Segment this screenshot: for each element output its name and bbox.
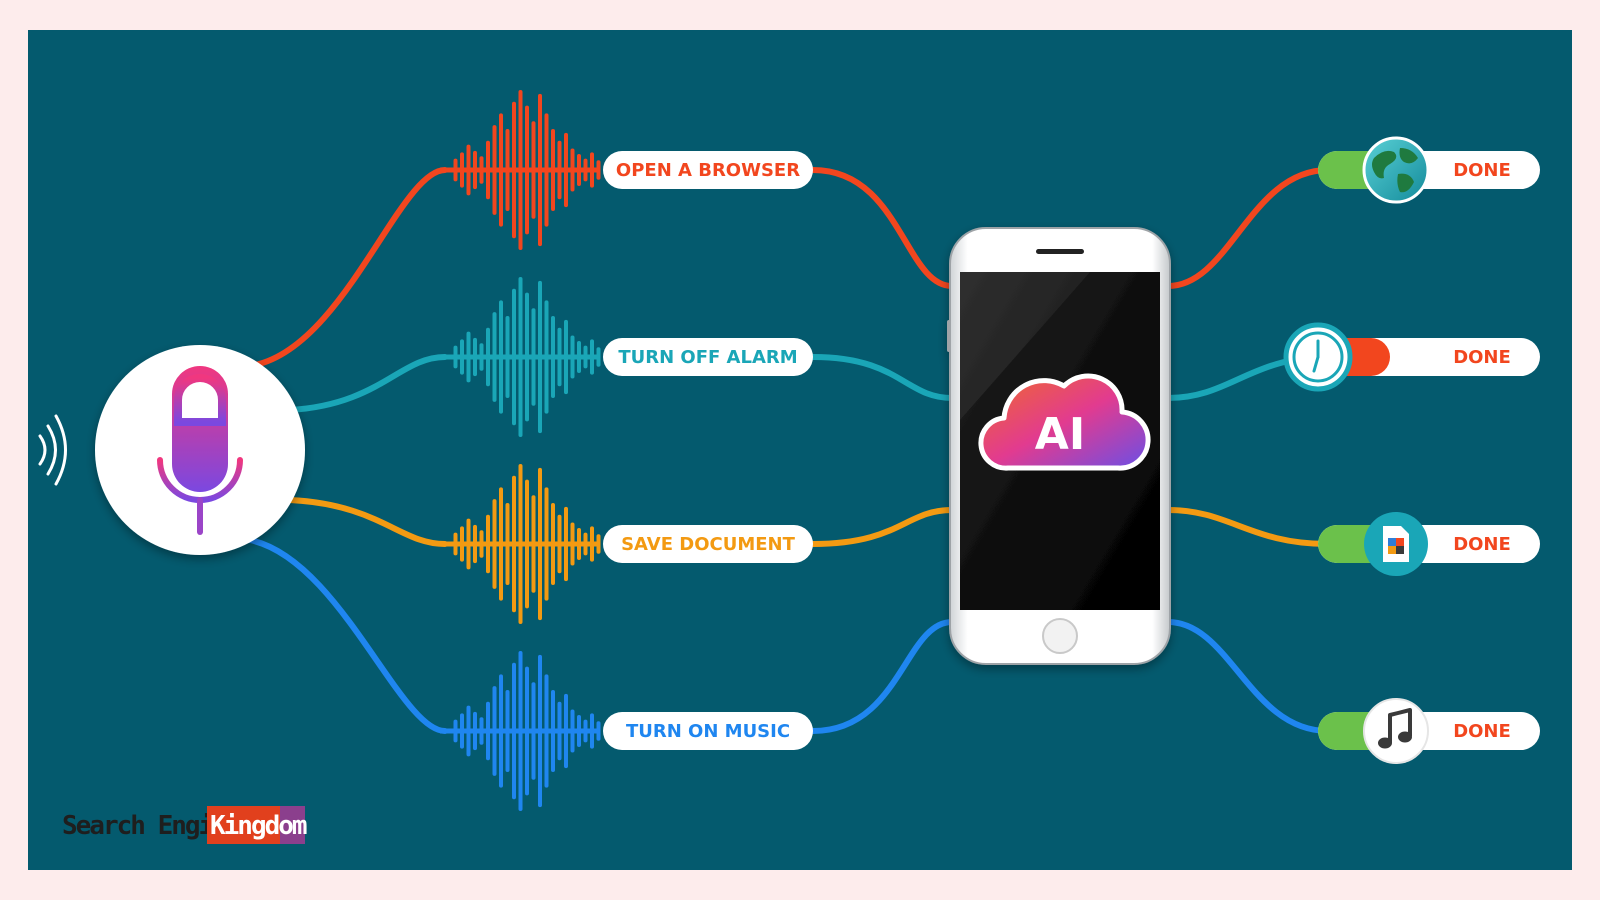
result-connection-line xyxy=(1165,507,1331,547)
command-label: TURN ON MUSIC xyxy=(626,721,790,742)
waveform-teal xyxy=(440,277,601,437)
ai-cloud-icon: AI xyxy=(978,373,1151,471)
result-row: DONE xyxy=(1318,136,1540,204)
result-rows: DONE DONE DONE DONE xyxy=(1283,136,1540,764)
command-pills: OPEN A BROWSER TURN OFF ALARM SAVE DOCUMEN… xyxy=(603,151,813,750)
phone-speaker xyxy=(1036,249,1084,254)
microphone-button[interactable] xyxy=(95,345,305,555)
clock-icon xyxy=(1283,322,1353,392)
phone-connection-line xyxy=(810,354,955,401)
command-label: OPEN A BROWSER xyxy=(616,160,800,181)
music-note-icon xyxy=(1363,698,1429,764)
mic-connection-line xyxy=(287,354,448,413)
done-label: DONE xyxy=(1453,721,1511,742)
document-icon xyxy=(1364,512,1428,576)
result-connection-line xyxy=(1165,619,1331,734)
ai-badge-label: AI xyxy=(1035,409,1085,460)
search-engine-kingdom-logo: Search Engine Kingdom xyxy=(62,806,309,844)
command-pill: TURN OFF ALARM xyxy=(603,338,813,376)
result-connection-line xyxy=(1165,167,1331,289)
globe-icon xyxy=(1362,136,1430,204)
result-row: DONE xyxy=(1318,698,1540,764)
waveforms xyxy=(440,90,601,811)
command-pill: TURN ON MUSIC xyxy=(603,712,813,750)
done-label: DONE xyxy=(1453,347,1511,368)
mic-connection-line xyxy=(247,537,448,734)
done-label: DONE xyxy=(1453,160,1511,181)
phone-connection-line xyxy=(810,167,955,289)
done-label: DONE xyxy=(1453,534,1511,555)
phone-home-button xyxy=(1042,618,1078,654)
result-row: DONE xyxy=(1318,512,1540,576)
waveform-orange xyxy=(440,464,601,624)
waveform-red xyxy=(440,90,601,250)
logo-part-2: Kingdom xyxy=(210,811,307,841)
phone-connection-line xyxy=(810,507,955,547)
command-label: SAVE DOCUMENT xyxy=(621,534,796,555)
result-row: DONE xyxy=(1283,322,1540,392)
command-pill: SAVE DOCUMENT xyxy=(603,525,813,563)
sound-waves-icon xyxy=(38,414,67,486)
mic-connection-line xyxy=(252,167,448,368)
phone-connection-line xyxy=(810,619,955,734)
waveform-blue xyxy=(440,651,601,811)
left-connection-lines xyxy=(247,167,955,734)
mic-connection-line xyxy=(287,497,448,547)
command-label: TURN OFF ALARM xyxy=(618,347,797,368)
command-pill: OPEN A BROWSER xyxy=(603,151,813,189)
microphone-icon xyxy=(157,366,243,535)
